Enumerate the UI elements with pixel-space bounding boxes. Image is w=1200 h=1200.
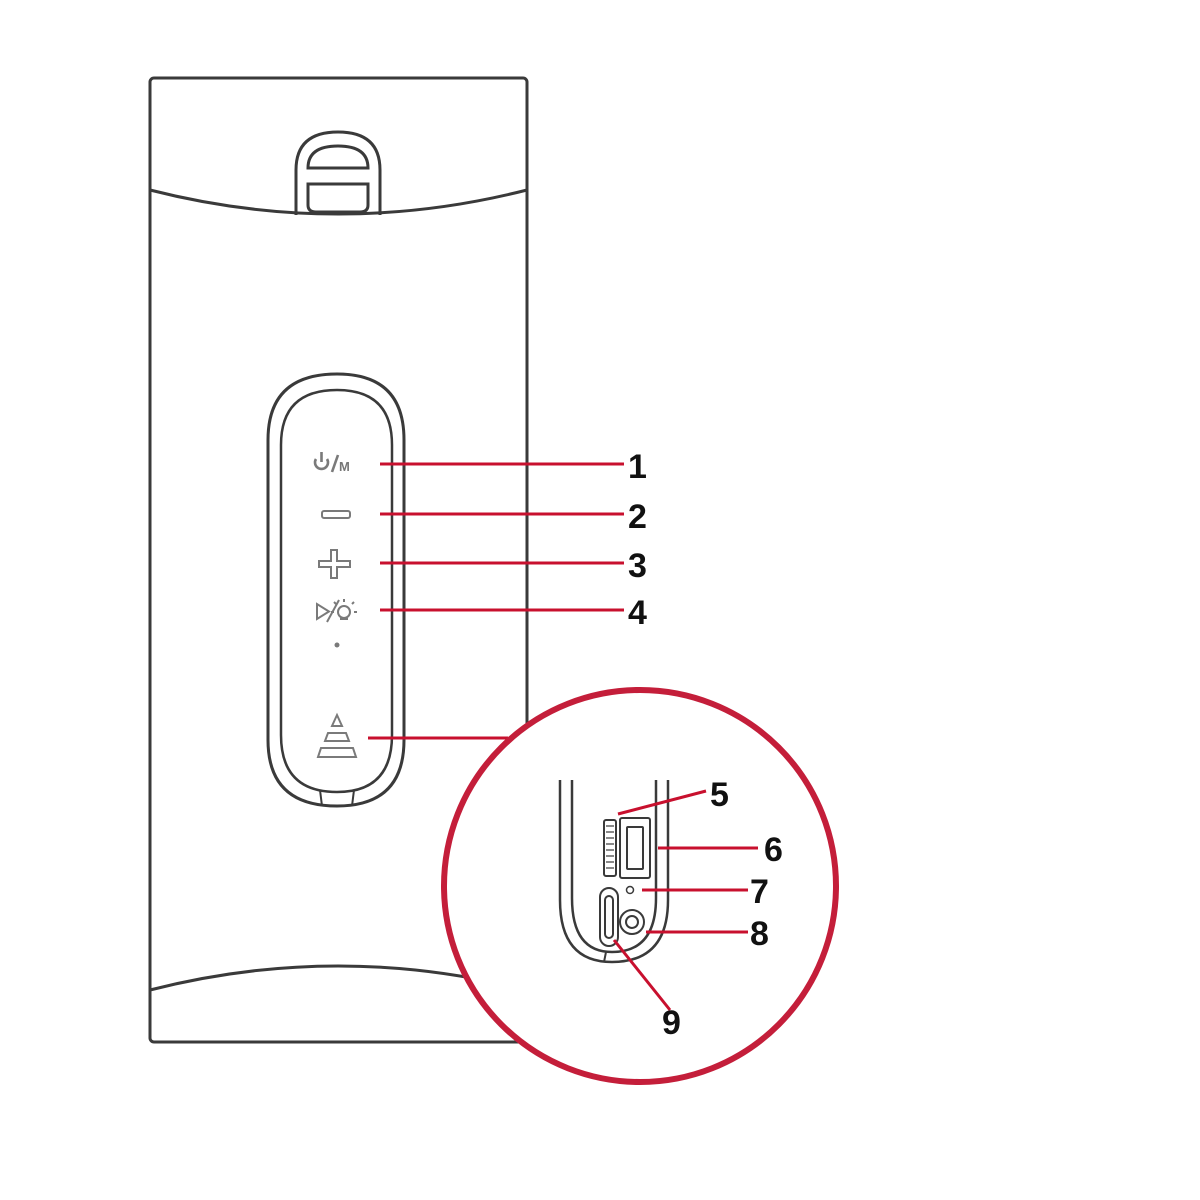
light-bulb-icon <box>337 605 351 619</box>
power-mode-icon <box>313 452 340 473</box>
callout-number-7: 7 <box>750 873 769 911</box>
usb-a-port-icon[interactable] <box>619 817 651 879</box>
callout-number-9: 9 <box>662 1004 681 1042</box>
leader-line-5 <box>617 789 707 816</box>
volume-up-icon[interactable] <box>318 549 351 579</box>
leader-lines-zoom <box>612 789 758 1011</box>
volume-down-icon[interactable] <box>321 510 351 519</box>
play-triangle-icon <box>316 602 331 621</box>
button-panel-inner <box>279 388 394 794</box>
strap-loop <box>294 130 382 215</box>
aux-jack-icon[interactable] <box>619 909 645 935</box>
strap-loop-lower-slot <box>306 182 370 214</box>
callout-number-2: 2 <box>628 498 647 536</box>
play-light-icon[interactable] <box>316 599 357 623</box>
panel-bottom-notch <box>319 789 355 807</box>
port-panel <box>558 780 670 964</box>
button-panel-outer <box>266 372 406 808</box>
callout-number-4: 4 <box>628 594 647 632</box>
callout-labels: 1 2 3 4 56 7 8 9 <box>628 448 783 1042</box>
mic-hole-icon <box>334 642 340 648</box>
callout-number-6: 6 <box>764 831 783 869</box>
leader-lines-top <box>368 462 624 740</box>
light-show-icon[interactable] <box>316 712 358 758</box>
indicator-led-icon <box>625 885 635 895</box>
power-mode-button[interactable]: M <box>313 452 350 474</box>
strap-loop-outer <box>294 130 382 215</box>
speaker-outline <box>148 76 529 1044</box>
strap-loop-upper-slot <box>306 144 370 170</box>
top-band-line <box>149 188 528 216</box>
port-panel-inner <box>570 780 658 954</box>
callout-number-5: 5 <box>710 776 729 814</box>
leader-line-9 <box>612 939 672 1011</box>
callout-number-8: 8 <box>750 915 769 953</box>
zoom-circle <box>441 687 839 1085</box>
port-panel-outer <box>558 780 670 964</box>
tf-card-slot-icon[interactable] <box>603 819 617 877</box>
callout-number-3: 3 <box>628 547 647 585</box>
button-panel <box>266 372 406 808</box>
callout-number-1: 1 <box>628 448 647 486</box>
power-mode-icon-letter: M <box>339 459 350 474</box>
usb-c-port-icon[interactable] <box>599 887 619 947</box>
